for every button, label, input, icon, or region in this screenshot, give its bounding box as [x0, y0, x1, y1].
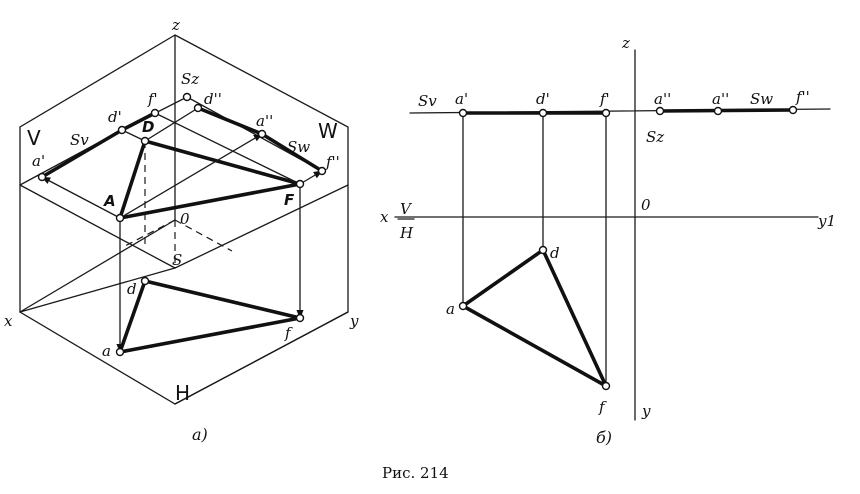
arrow-D-d1: [121, 129, 146, 142]
label-plane-W: W: [318, 119, 338, 143]
label-d1: d': [108, 108, 122, 126]
point-d1-right: [538, 108, 548, 118]
label-f: f: [284, 324, 293, 342]
point-a2: [257, 129, 267, 139]
label-x: x: [4, 312, 13, 330]
label-plane-V: V: [27, 126, 41, 150]
label-d-right: d: [550, 244, 560, 262]
figure-caption: Рис. 214: [382, 464, 449, 482]
label-Sz-right: Sz: [646, 128, 664, 146]
shelf-left-back: [19, 184, 176, 269]
arrow-A-a2: [119, 133, 263, 219]
label-origin: 0: [180, 210, 190, 228]
lower-left-edge: [19, 219, 176, 313]
point-f1-right: [601, 108, 611, 118]
label-Sv: Sv: [70, 131, 89, 149]
point-a1-right: [458, 108, 468, 118]
label-Sv-right: Sv: [418, 92, 437, 110]
point-d-right: [538, 245, 548, 255]
shelf-right-back: [174, 184, 349, 269]
point-f-right: [601, 381, 611, 391]
label-a1: a': [32, 152, 45, 170]
label-a2a-right: a'': [654, 90, 671, 108]
arrow-F-f1: [154, 112, 301, 185]
point-f1: [150, 108, 160, 118]
label-x-right: x: [380, 208, 389, 226]
label-a-right: a: [446, 300, 455, 318]
point-f2-right: [788, 105, 798, 115]
subfig-a-label: а): [192, 425, 208, 444]
point-f: [295, 313, 305, 323]
label-f1-right: f': [599, 90, 610, 108]
label-Sz: Sz: [181, 70, 199, 88]
hidden-axis-x: [122, 219, 176, 248]
label-f2: f'': [325, 153, 340, 171]
arrow-A-a1: [41, 176, 121, 219]
h-plane-left: [19, 267, 176, 313]
label-d: d: [127, 280, 137, 298]
orthographic-view: z x y1 y 0 V H Sv Sw Sz a' d' f' a'' a''…: [380, 34, 836, 447]
lower-right-edge: [174, 311, 349, 405]
hidden-axis-y: [174, 219, 233, 252]
label-f-right: f: [598, 398, 607, 416]
label-d2: d'': [204, 90, 222, 108]
point-a: [115, 347, 125, 357]
label-H-right: H: [399, 224, 414, 242]
point-a-right: [458, 301, 468, 311]
label-Sw: Sw: [287, 138, 310, 156]
point-f2: [317, 166, 327, 176]
triangle-ADF: [118, 139, 302, 220]
point-d2: [193, 103, 203, 113]
label-y-right: y: [641, 402, 651, 420]
label-A: A: [103, 192, 116, 210]
label-origin-right: 0: [641, 196, 651, 214]
label-plane-H: H: [175, 381, 190, 405]
point-d1: [117, 125, 127, 135]
label-D: D: [142, 118, 154, 136]
arrow-D-d2: [144, 107, 199, 142]
label-V-right: V: [400, 200, 413, 218]
point-a2a-right: [655, 106, 665, 116]
axonometric-view: z x y 0 V W H Sv Sw Sz S a' d' f' d'' a'…: [4, 16, 359, 444]
label-a2b-right: a'': [712, 90, 729, 108]
label-d1-right: d': [536, 90, 550, 108]
label-a: a: [102, 342, 111, 360]
label-Sw-right: Sw: [750, 90, 773, 108]
label-z-right: z: [621, 34, 630, 52]
triangle-adf-right: [461, 248, 608, 388]
label-f1: f': [147, 90, 158, 108]
arrow-F-f2: [299, 170, 323, 185]
point-a1: [37, 172, 47, 182]
label-F: F: [284, 191, 295, 209]
point-sz: [182, 92, 192, 102]
point-A: [115, 213, 125, 223]
subfig-b-label: б): [596, 428, 612, 447]
label-a2: a'': [256, 112, 273, 130]
trace-sw-right: [658, 108, 795, 113]
label-y: y: [349, 312, 359, 330]
point-F: [295, 179, 305, 189]
point-a2b-right: [713, 106, 723, 116]
point-D: [140, 136, 150, 146]
point-d: [140, 276, 150, 286]
label-a1-right: a': [455, 90, 468, 108]
label-f2-right: f'': [795, 88, 810, 106]
label-S: S: [172, 251, 182, 269]
triangle-adf: [118, 279, 302, 354]
label-z: z: [171, 16, 180, 34]
label-y1-right: y1: [817, 212, 836, 230]
